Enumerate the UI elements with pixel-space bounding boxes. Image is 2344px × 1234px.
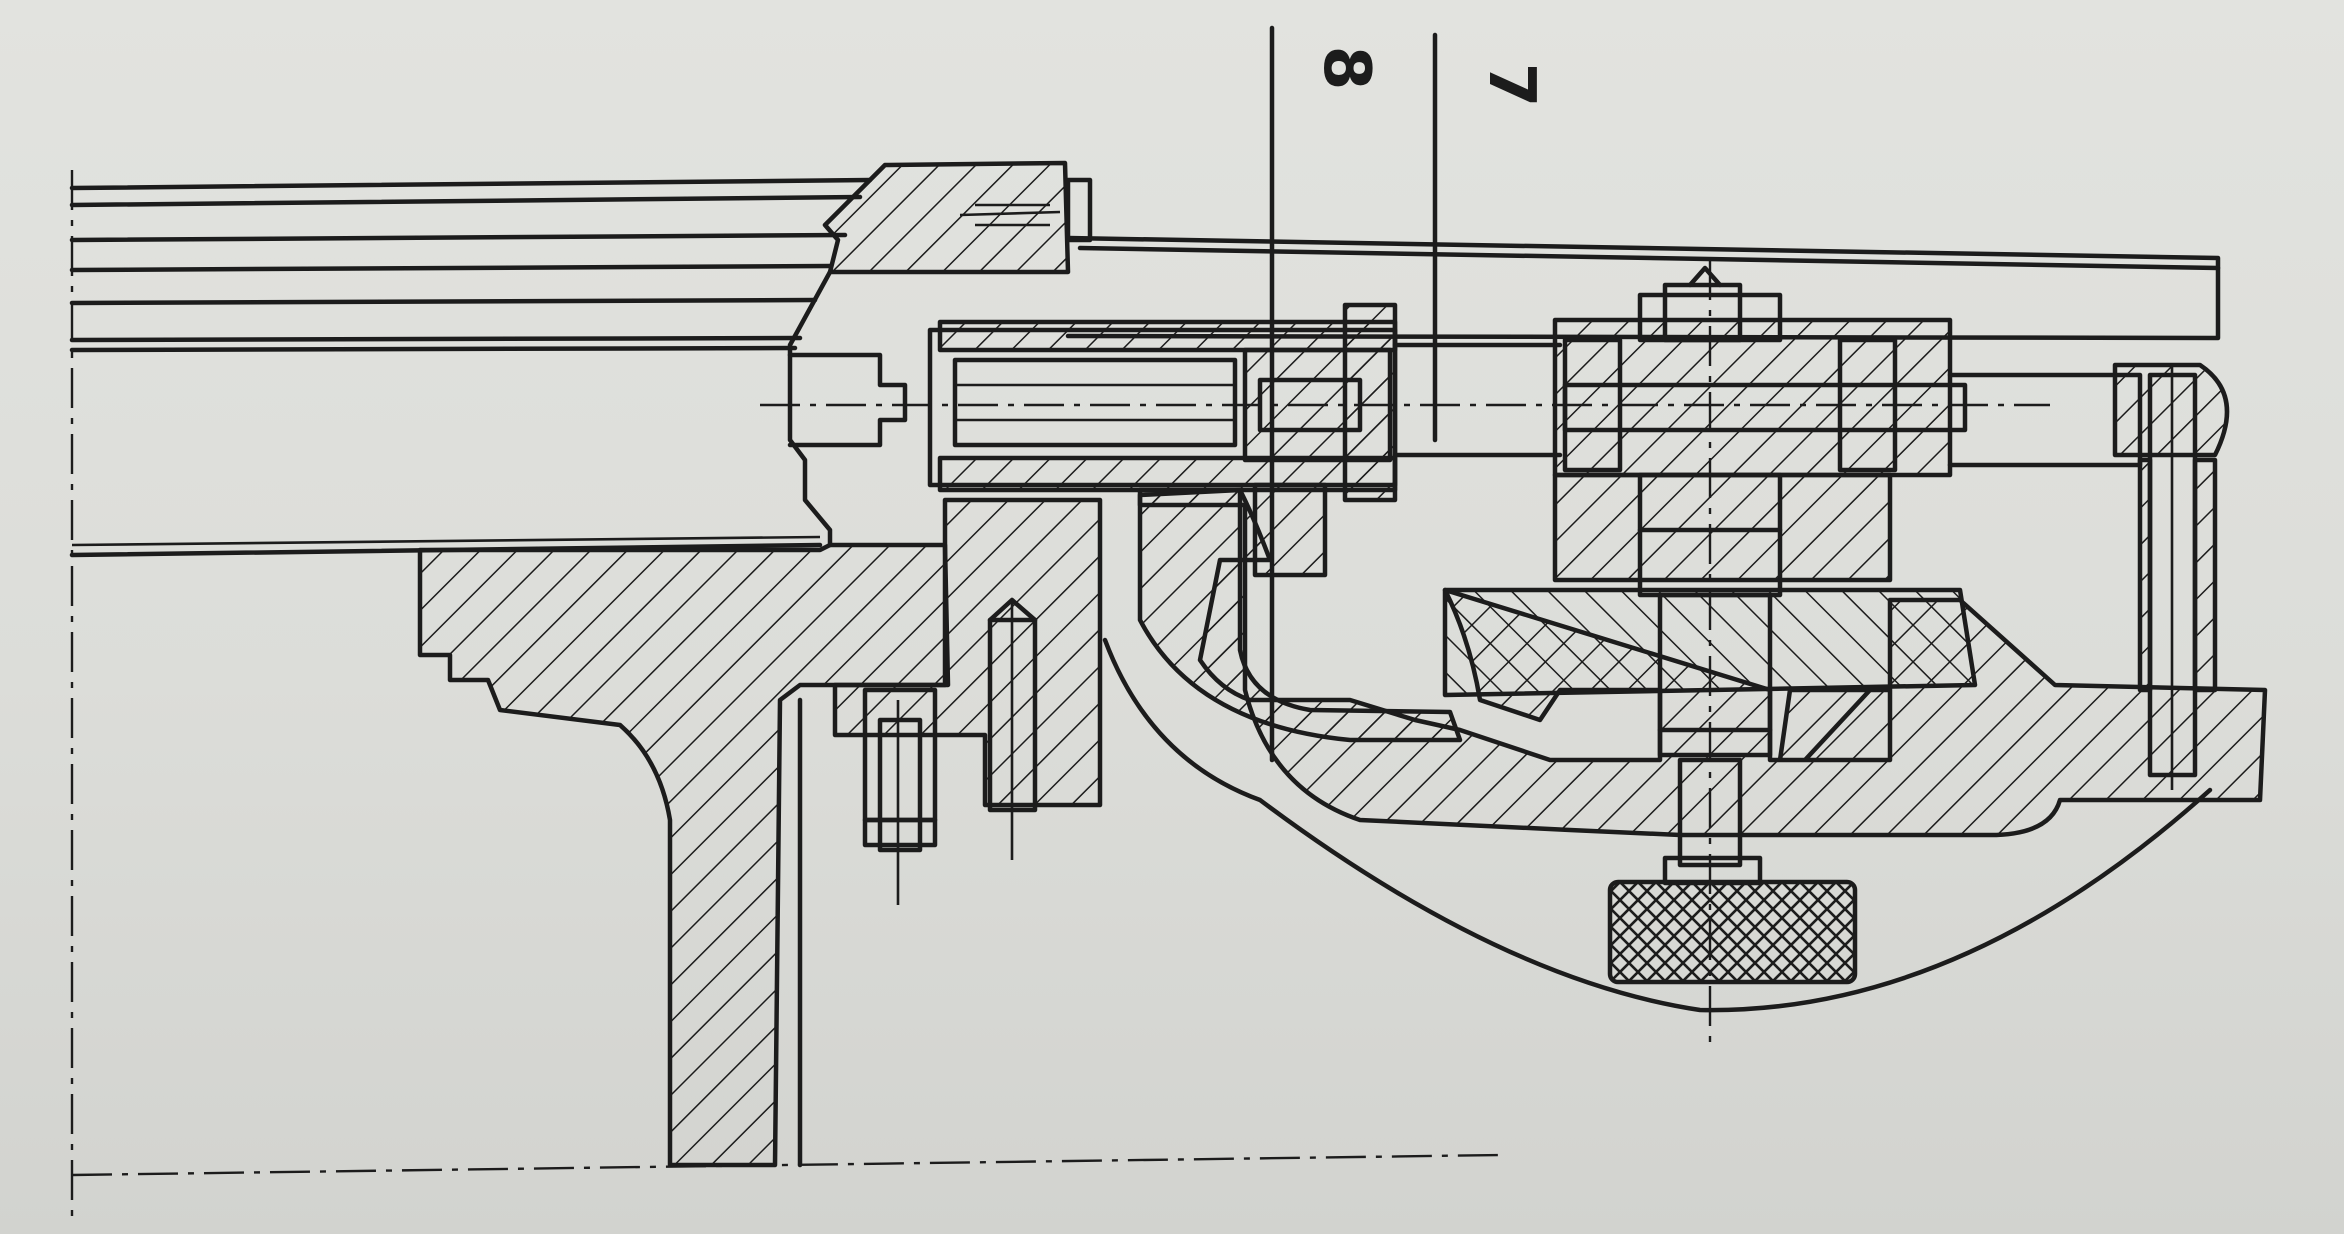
curved-channel <box>1137 487 1463 743</box>
small-block <box>1252 482 1328 578</box>
callout-7-label: 7 <box>1474 63 1548 108</box>
left-support-column <box>417 542 951 1168</box>
callout-7: 7 <box>1432 32 1548 443</box>
knurled-knob[interactable] <box>1607 757 1858 985</box>
gear-assembly <box>1552 265 1968 478</box>
shaft-neck <box>787 352 908 448</box>
callout-8: 8 <box>1269 25 1383 763</box>
plate-lines <box>69 177 873 558</box>
shaft-housing-profile <box>787 269 833 548</box>
gear-base-wedge <box>1442 587 1978 698</box>
callout-8-label: 8 <box>1309 46 1383 91</box>
lower-left-bolt <box>862 687 938 905</box>
inner-rod <box>952 357 1238 448</box>
bottom-centerline <box>71 1153 1501 1177</box>
center-bolt <box>987 597 1038 860</box>
right-bracket-arm <box>1947 372 2143 468</box>
guard-arc <box>1102 637 2213 1013</box>
